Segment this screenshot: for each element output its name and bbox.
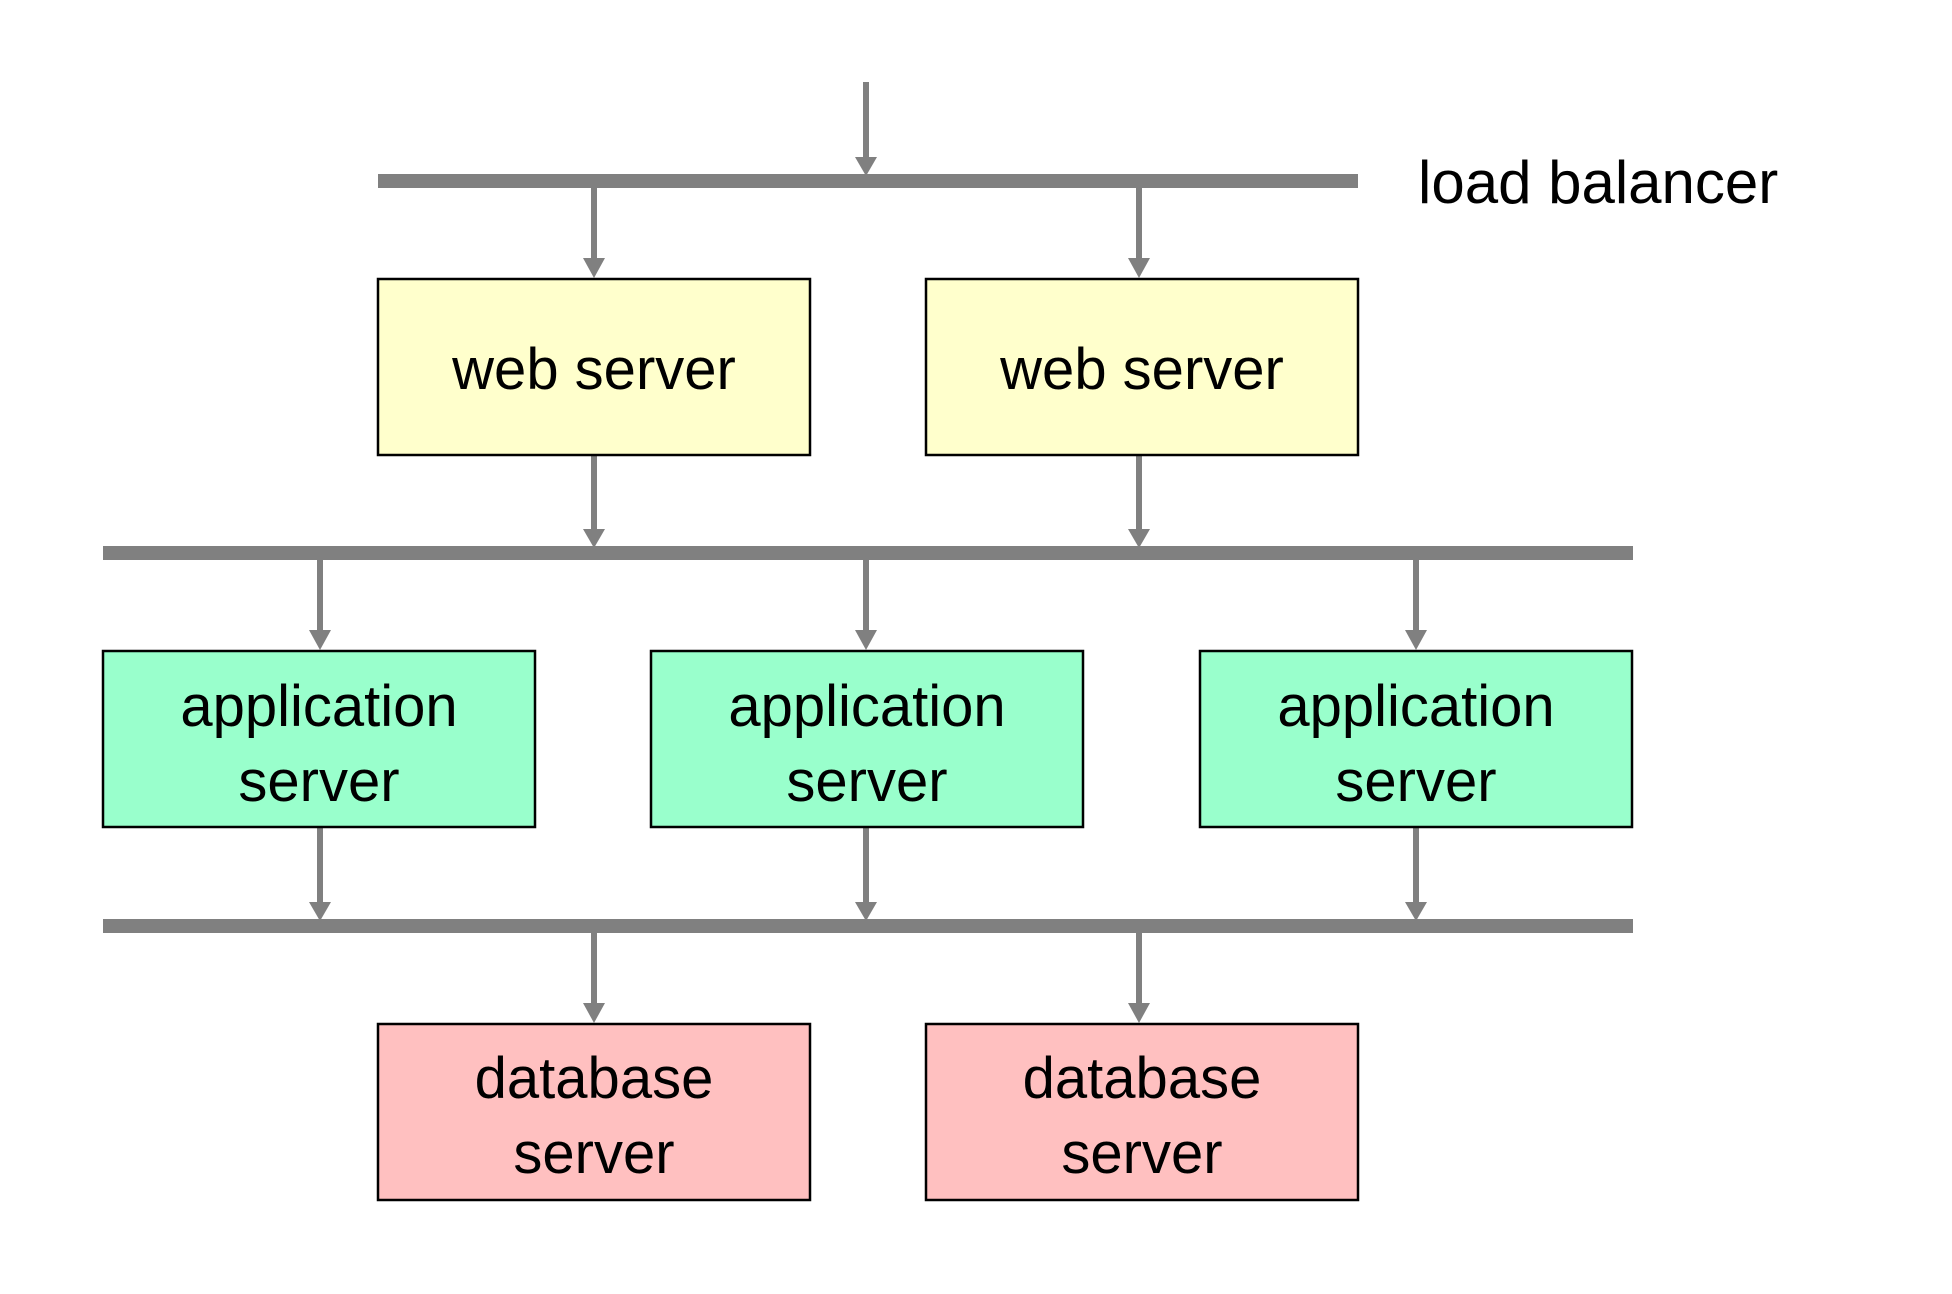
incoming-arrow <box>855 82 877 176</box>
application-server-box: application server <box>649 649 1085 829</box>
app-to-bus-arrow-1 <box>309 827 331 921</box>
application-server-label-line2: server <box>1335 749 1496 814</box>
load-balancer-label: load balancer <box>1418 149 1778 216</box>
web-server-label: web server <box>999 337 1284 402</box>
web-to-bus-arrow-1 <box>583 455 605 548</box>
web-server-box: web server <box>924 277 1360 457</box>
application-server-label-line2: server <box>238 749 399 814</box>
bus-to-db-arrow-2 <box>1128 933 1150 1023</box>
bus-to-db-arrow-1 <box>583 933 605 1023</box>
database-server-label-line1: database <box>1023 1046 1262 1111</box>
lb-to-web-arrow-2 <box>1128 188 1150 278</box>
database-server-label-line2: server <box>1061 1121 1222 1186</box>
bus-to-app-arrow-2 <box>855 560 877 650</box>
web-server-rect <box>924 277 1360 457</box>
lb-to-web-arrow-1 <box>583 188 605 278</box>
web-server-label: web server <box>451 337 736 402</box>
application-server-rect <box>101 649 537 829</box>
web-to-bus-arrow-2 <box>1128 455 1150 548</box>
web-server-rect <box>376 277 812 457</box>
bus-to-app-arrow-1 <box>309 560 331 650</box>
application-server-rect <box>649 649 1085 829</box>
database-server-box: database server <box>924 1022 1360 1202</box>
application-server-label-line1: application <box>180 674 457 739</box>
database-server-rect <box>376 1022 812 1202</box>
app-to-bus-arrow-2 <box>855 827 877 921</box>
database-server-rect <box>924 1022 1360 1202</box>
application-server-box: application server <box>101 649 537 829</box>
application-server-label-line2: server <box>786 749 947 814</box>
application-server-label-line1: application <box>1277 674 1554 739</box>
bus-to-app-arrow-3 <box>1405 560 1427 650</box>
database-server-label-line2: server <box>513 1121 674 1186</box>
application-server-label-line1: application <box>728 674 1005 739</box>
database-server-box: database server <box>376 1022 812 1202</box>
app-to-bus-arrow-3 <box>1405 827 1427 921</box>
web-server-box: web server <box>376 277 812 457</box>
database-server-label-line1: database <box>475 1046 714 1111</box>
application-server-box: application server <box>1198 649 1634 829</box>
application-server-rect <box>1198 649 1634 829</box>
